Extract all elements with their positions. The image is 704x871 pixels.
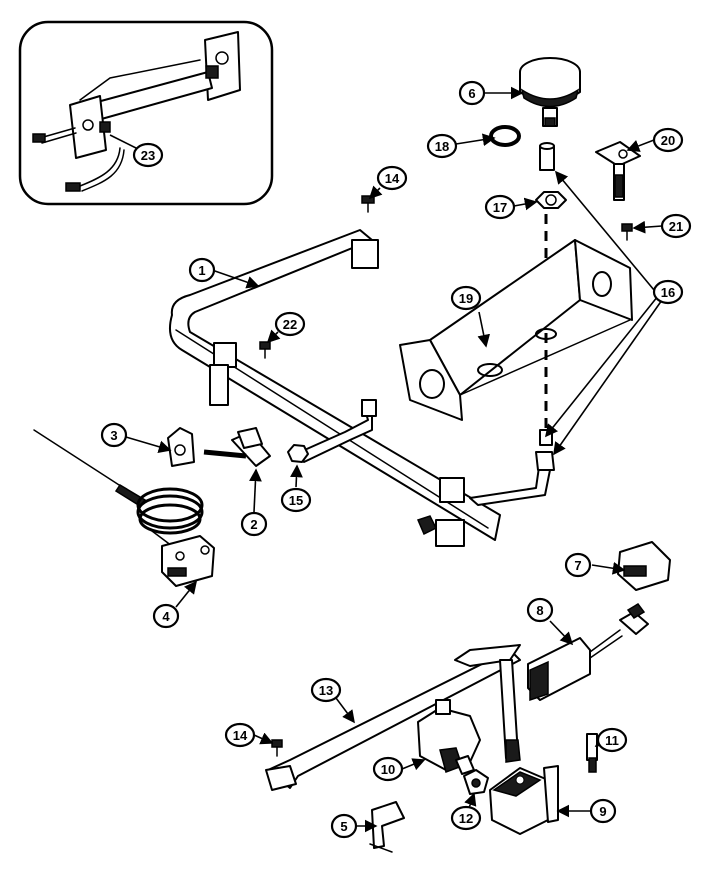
callout-10: 10	[372, 756, 404, 782]
pressure-regulator	[417, 699, 481, 775]
svg-text:16: 16	[661, 285, 675, 300]
svg-text:6: 6	[468, 86, 475, 101]
callout-14-upper: 14	[376, 165, 408, 191]
callout-11: 11	[596, 727, 628, 753]
svg-text:17: 17	[493, 200, 507, 215]
callout-16: 16	[652, 279, 684, 305]
callout-17: 17	[484, 194, 516, 220]
callout-6: 6	[458, 80, 486, 106]
callout-20: 20	[652, 127, 684, 153]
burner-head	[519, 57, 581, 127]
callout-15: 15	[280, 487, 312, 513]
callout-23: 23	[132, 142, 164, 168]
clip-3	[167, 427, 195, 467]
callout-8: 8	[526, 597, 554, 623]
fitting-12	[463, 769, 489, 795]
o-ring	[489, 125, 521, 147]
svg-text:3: 3	[110, 428, 117, 443]
spark-module-8	[527, 603, 649, 702]
svg-text:8: 8	[536, 603, 543, 618]
inset-panel	[18, 20, 274, 206]
svg-text:11: 11	[605, 733, 619, 748]
svg-text:21: 21	[669, 219, 683, 234]
callout-14-lower: 14	[224, 722, 256, 748]
callout-22: 22	[274, 311, 306, 337]
callout-9: 9	[589, 798, 617, 824]
igniter-bracket	[595, 141, 641, 201]
svg-text:7: 7	[574, 558, 581, 573]
support-rail-13	[265, 644, 521, 791]
thermostat-assembly	[33, 429, 215, 587]
screw-14-upper	[361, 195, 375, 213]
callout-4: 4	[152, 603, 180, 629]
screw-22	[259, 341, 271, 359]
callout-18: 18	[426, 133, 458, 159]
svg-text:2: 2	[250, 517, 257, 532]
callout-19: 19	[450, 285, 482, 311]
orifice-11	[586, 733, 598, 773]
svg-text:13: 13	[319, 683, 333, 698]
nut	[535, 191, 567, 209]
callout-21: 21	[660, 213, 692, 239]
manifold-pipe	[169, 229, 501, 547]
svg-text:9: 9	[599, 804, 606, 819]
svg-text:15: 15	[289, 493, 303, 508]
svg-text:22: 22	[283, 317, 297, 332]
callout-2: 2	[240, 511, 268, 537]
burner-bracket	[399, 239, 633, 421]
svg-text:4: 4	[162, 609, 170, 624]
screw-14-lower	[271, 739, 283, 757]
callout-1: 1	[188, 257, 216, 283]
svg-text:14: 14	[233, 728, 248, 743]
spark-module-7	[617, 541, 671, 591]
callout-7: 7	[564, 552, 592, 578]
screw-21	[621, 223, 633, 241]
nut-15	[287, 444, 309, 463]
callout-5: 5	[330, 813, 358, 839]
bracket-5	[369, 801, 405, 853]
svg-text:12: 12	[459, 811, 473, 826]
svg-text:20: 20	[661, 133, 675, 148]
gas-supply-line	[299, 399, 555, 506]
svg-text:14: 14	[385, 171, 400, 186]
svg-text:23: 23	[141, 148, 155, 163]
callout-3: 3	[100, 422, 128, 448]
valve-9	[489, 765, 559, 835]
svg-text:18: 18	[435, 139, 449, 154]
svg-text:19: 19	[459, 291, 473, 306]
svg-text:1: 1	[198, 263, 205, 278]
callout-13: 13	[310, 677, 342, 703]
svg-text:10: 10	[381, 762, 395, 777]
svg-text:5: 5	[340, 819, 347, 834]
leader-lines	[125, 86, 663, 833]
mounting-bracket-2	[203, 427, 271, 467]
orifice-upper	[539, 142, 555, 171]
callout-12: 12	[450, 805, 482, 831]
